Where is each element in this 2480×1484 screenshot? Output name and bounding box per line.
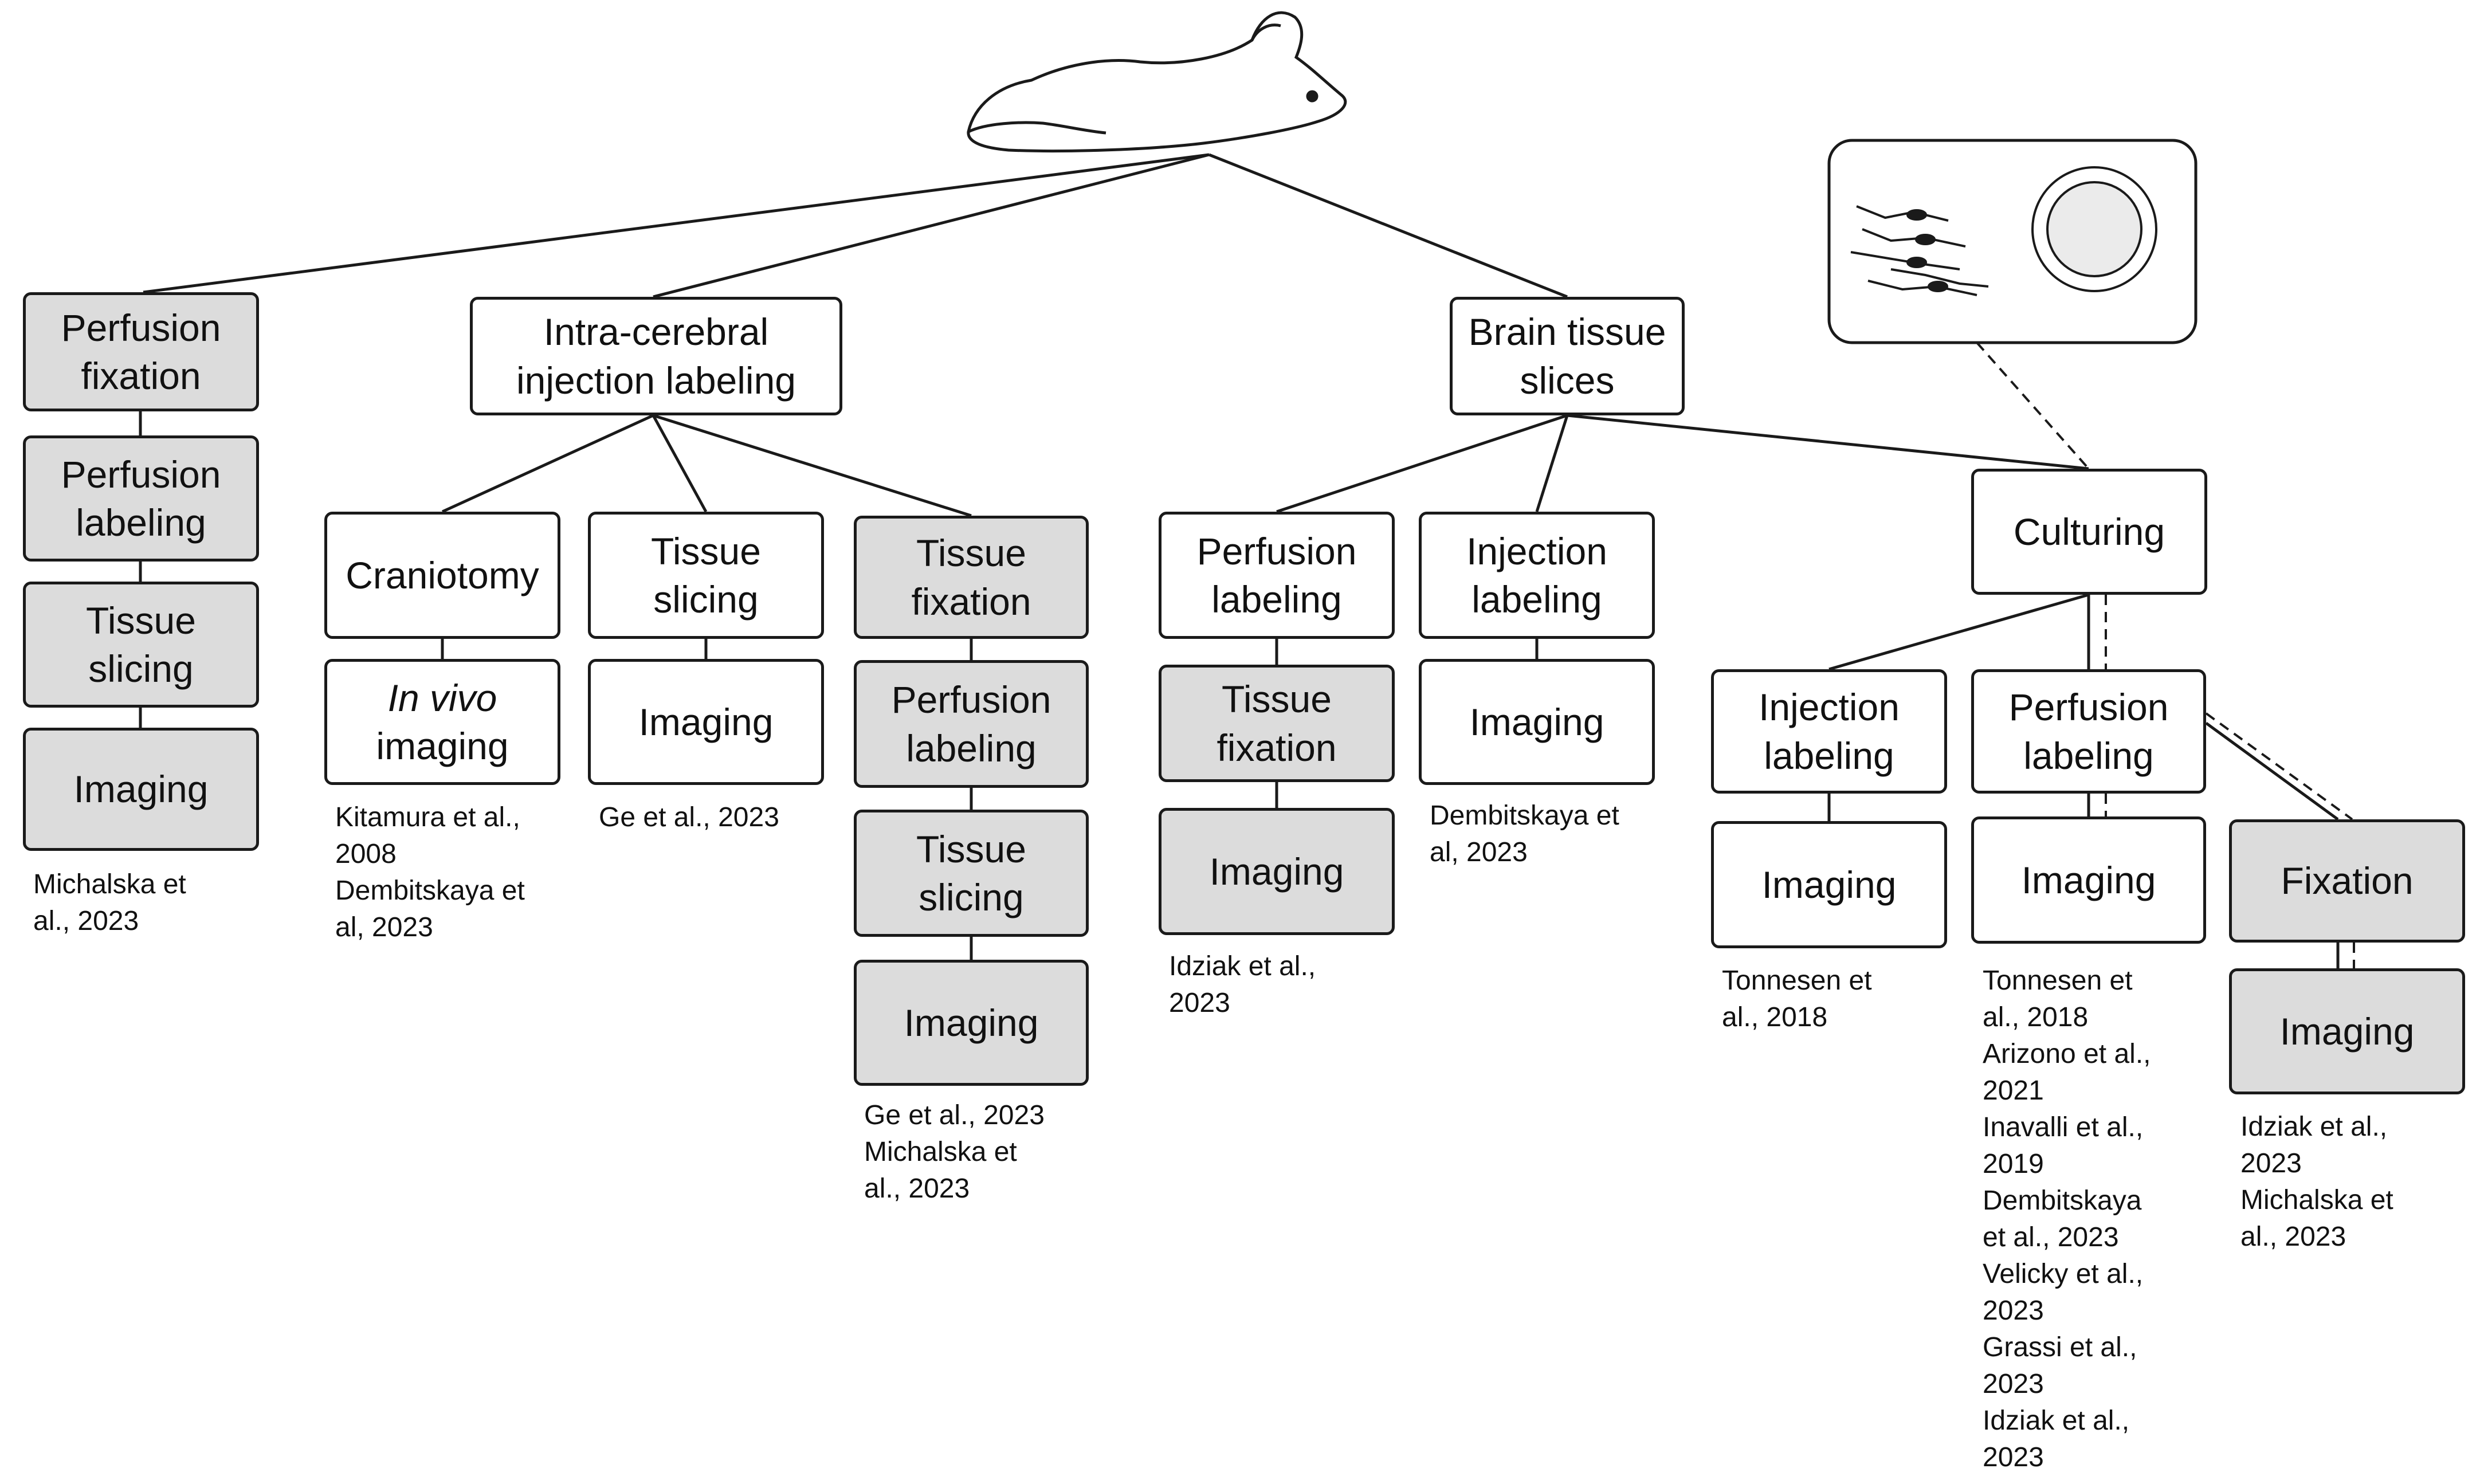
citation-tissue-slicing: Ge et al., 2023 <box>599 802 779 833</box>
imaging-label: Imaging <box>2021 858 2156 901</box>
tissue-slicing-box: Tissue slicing <box>588 512 824 639</box>
connector-culturing-injection-labeling <box>1828 593 2089 671</box>
neurons-icon <box>1850 205 1989 296</box>
connector-intracerebral-tissue-fixation <box>653 414 972 517</box>
craniotomy-label: Craniotomy <box>346 553 539 596</box>
connector-root-perfusion-fixation <box>143 153 1210 294</box>
citation-fixation-branch: Ge et al., 2023 Michalska et al., 2023 <box>864 1100 1045 1204</box>
connector-brain-slices-perfusion-labeling <box>1276 414 1568 513</box>
mouse-icon <box>967 11 1347 152</box>
imaging-label: Imaging <box>73 768 209 811</box>
culturing-box: Culturing <box>1971 469 2207 595</box>
imaging-box: Imaging <box>1419 659 1655 785</box>
brain-tissue-slices-label: Brain tissue slices <box>1468 311 1666 402</box>
imaging-label: Imaging <box>2279 1010 2415 1053</box>
in-vivo-label: In vivo <box>387 676 497 719</box>
perfusion-labeling-label: Perfusion labeling <box>2008 686 2169 777</box>
connector-brain-slices-injection-labeling <box>1535 415 1569 512</box>
perfusion-labeling-label: Perfusion labeling <box>1196 529 1357 621</box>
citation-brain-injection: Dembitskaya et al, 2023 <box>1430 800 1619 867</box>
imaging-box: Imaging <box>1971 816 2206 944</box>
tissue-slicing-box: Tissue slicing <box>23 582 259 708</box>
injection-labeling-box: Injection labeling <box>1419 512 1655 639</box>
perfusion-labeling-label: Perfusion labeling <box>61 453 221 544</box>
perfusion-labeling-box: Perfusion labeling <box>1971 669 2206 794</box>
imaging-box: Imaging <box>854 960 1089 1086</box>
tissue-slicing-label: Tissue slicing <box>916 827 1026 918</box>
intracerebral-injection-label: Intra-cerebral injection labeling <box>516 311 796 402</box>
injection-labeling-label: Injection labeling <box>1759 686 1900 777</box>
injection-labeling-box: Injection labeling <box>1711 669 1947 794</box>
connector-root-intracerebral <box>653 153 1210 299</box>
fixation-label: Fixation <box>2281 859 2414 902</box>
imaging-label: Imaging <box>904 1001 1039 1044</box>
citation-culture-fixation: Idziak et al., 2023 Michalska et al., 20… <box>2240 1112 2393 1252</box>
organoid-icon <box>2031 166 2157 292</box>
tissue-fixation-box: Tissue fixation <box>854 516 1089 639</box>
connector-perfusion-fixation <box>2205 721 2339 821</box>
connector-brain-slices-culturing <box>1567 414 2089 470</box>
imaging-label: Imaging <box>638 700 774 743</box>
in-vivo-imaging-label: imaging <box>376 725 509 767</box>
brain-tissue-slices-box: Brain tissue slices <box>1450 297 1685 415</box>
connector-root-brain-slices <box>1208 153 1568 299</box>
citation-craniotomy: Kitamura et al., 2008 Dembitskaya et al,… <box>335 802 525 943</box>
citation-col1: Michalska et al., 2023 <box>33 869 186 936</box>
citation-culture-injection: Tonnesen et al., 2018 <box>1722 965 1872 1032</box>
culture-inset <box>1827 139 2198 344</box>
tissue-slicing-label: Tissue slicing <box>651 529 761 621</box>
craniotomy-box: Craniotomy <box>324 512 560 639</box>
tissue-slicing-box: Tissue slicing <box>854 810 1089 937</box>
tissue-fixation-label: Tissue fixation <box>1217 678 1337 769</box>
dashed-inset-culturing <box>1976 341 2090 470</box>
perfusion-fixation-label: Perfusion fixation <box>61 306 221 397</box>
imaging-label: Imaging <box>1761 863 1897 906</box>
imaging-box: Imaging <box>1711 821 1947 948</box>
perfusion-labeling-box: Perfusion labeling <box>23 435 259 562</box>
perfusion-labeling-label: Perfusion labeling <box>891 678 1051 770</box>
connector-intracerebral-craniotomy <box>441 414 654 513</box>
intracerebral-injection-box: Intra-cerebral injection labeling <box>470 297 842 415</box>
perfusion-fixation-box: Perfusion fixation <box>23 292 259 411</box>
imaging-label: Imaging <box>1209 850 1344 893</box>
tissue-fixation-label: Tissue fixation <box>911 532 1031 623</box>
fixation-box: Fixation <box>2229 819 2465 943</box>
perfusion-labeling-box: Perfusion labeling <box>854 660 1089 788</box>
connector-intracerebral-tissue-slicing <box>652 414 708 513</box>
dashed-perfusion-fixation <box>2205 712 2353 820</box>
imaging-box: Imaging <box>1159 808 1395 935</box>
imaging-box: Imaging <box>588 659 824 785</box>
imaging-box: Imaging <box>2229 968 2465 1094</box>
perfusion-labeling-box: Perfusion labeling <box>1159 512 1395 639</box>
imaging-label: Imaging <box>1469 700 1604 743</box>
citation-brain-perfusion: Idziak et al., 2023 <box>1169 951 1316 1018</box>
culturing-label: Culturing <box>2013 510 2165 553</box>
injection-labeling-label: Injection labeling <box>1466 529 1607 621</box>
imaging-box: Imaging <box>23 728 259 851</box>
citation-culture-perfusion: Tonnesen et al., 2018 Arizono et al., 20… <box>1983 965 2151 1473</box>
tissue-fixation-box: Tissue fixation <box>1159 665 1395 782</box>
in-vivo-imaging-box: In vivo imaging <box>324 659 560 785</box>
tissue-slicing-label: Tissue slicing <box>86 599 196 690</box>
